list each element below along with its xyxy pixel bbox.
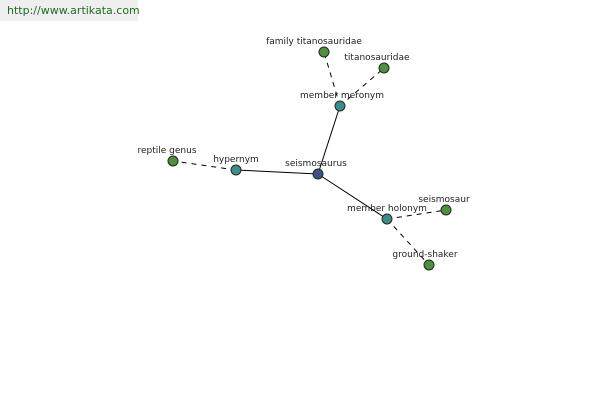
- node-dot-member-holonym[interactable]: [381, 213, 393, 225]
- node-dot-titanosauridae[interactable]: [378, 62, 390, 74]
- node-label-reptile-genus[interactable]: reptile genus: [137, 146, 196, 156]
- node-dot-family-titanosauridae[interactable]: [318, 46, 330, 58]
- node-hypernym[interactable]: hypernym: [213, 155, 259, 176]
- node-titanosauridae[interactable]: titanosauridae: [344, 53, 410, 74]
- node-dot-member-meronym[interactable]: [334, 100, 346, 112]
- node-member-meronym[interactable]: member meronym: [300, 91, 384, 112]
- node-label-seismosaur[interactable]: seismosaur: [418, 195, 470, 205]
- node-member-holonym[interactable]: member holonym: [347, 204, 427, 225]
- node-label-member-holonym[interactable]: member holonym: [347, 204, 427, 214]
- edge-seismosaurus-to-member-holonym: [317, 173, 388, 220]
- site-watermark[interactable]: http://www.artikata.com: [0, 0, 140, 21]
- node-label-member-meronym[interactable]: member meronym: [300, 91, 384, 101]
- node-dot-seismosaur[interactable]: [440, 204, 452, 216]
- edges-layer: [172, 51, 447, 266]
- edge-hypernym-to-reptile-genus: [172, 160, 237, 171]
- node-seismosaur[interactable]: seismosaur: [418, 195, 470, 216]
- node-reptile-genus[interactable]: reptile genus: [137, 146, 197, 167]
- node-label-seismosaurus[interactable]: seismosaurus: [285, 159, 347, 169]
- edge-member-holonym-to-ground-shaker: [386, 218, 430, 266]
- node-label-titanosauridae[interactable]: titanosauridae: [344, 53, 410, 63]
- node-family-titanosauridae[interactable]: family titanosauridae: [266, 37, 362, 58]
- node-label-hypernym[interactable]: hypernym: [213, 155, 259, 165]
- edge-seismosaurus-to-hypernym: [235, 169, 319, 175]
- node-dot-reptile-genus[interactable]: [167, 155, 179, 167]
- nodes-layer: seismosaurus hypernym member meronym member…: [137, 37, 470, 271]
- node-dot-seismosaurus[interactable]: [312, 168, 324, 180]
- edge-seismosaurus-to-member-meronym: [317, 105, 341, 175]
- node-seismosaurus[interactable]: seismosaurus: [285, 159, 347, 180]
- node-dot-ground-shaker[interactable]: [423, 259, 435, 271]
- node-label-ground-shaker[interactable]: ground-shaker: [392, 250, 457, 260]
- node-dot-hypernym[interactable]: [230, 164, 242, 176]
- node-ground-shaker[interactable]: ground-shaker: [392, 250, 458, 271]
- node-label-family-titanosauridae[interactable]: family titanosauridae: [266, 37, 362, 47]
